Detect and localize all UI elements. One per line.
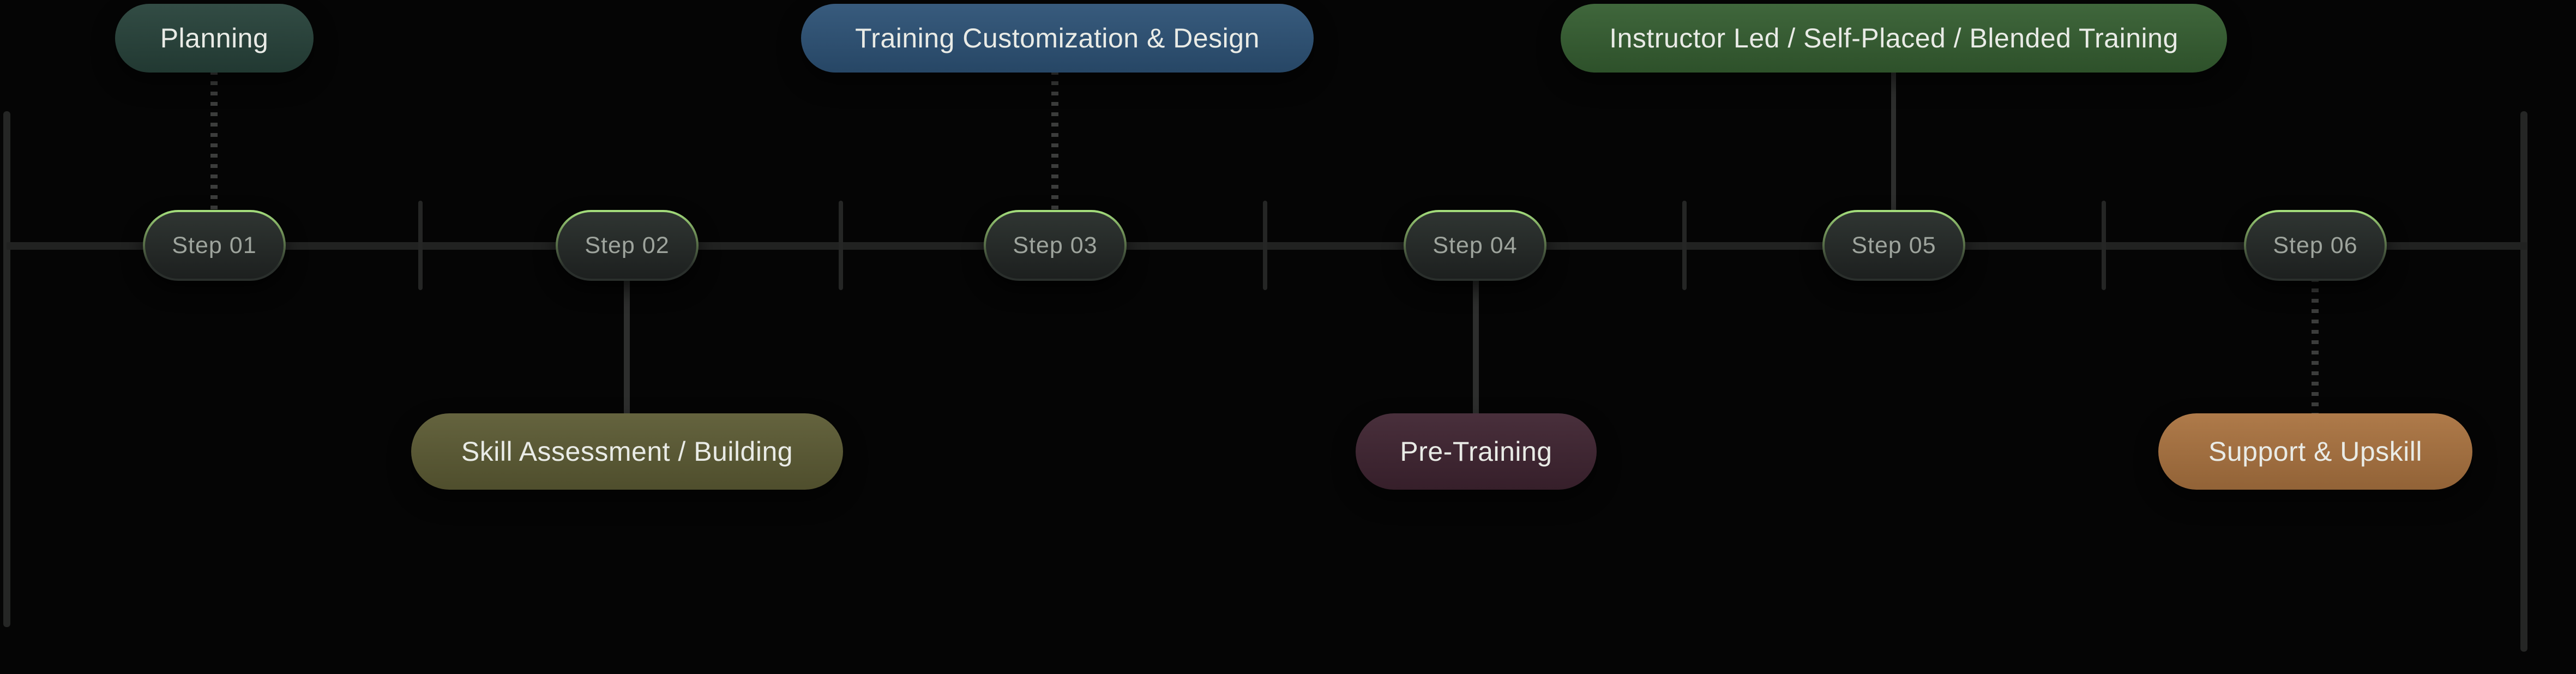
timeline-tick-5 bbox=[2102, 201, 2106, 290]
callout-label: Planning bbox=[160, 23, 269, 53]
step-pill-04: Step 04 bbox=[1404, 210, 1546, 281]
timeline-tick-2 bbox=[839, 201, 843, 290]
callout-label: Skill Assessment / Building bbox=[461, 436, 793, 467]
step-label: Step 05 bbox=[1825, 212, 1963, 279]
callout-support-upskill: Support & Upskill bbox=[2158, 413, 2472, 490]
step-label: Step 03 bbox=[986, 212, 1124, 279]
step-pill-06: Step 06 bbox=[2244, 210, 2387, 281]
step-pill-01: Step 01 bbox=[143, 210, 286, 281]
step-pill-03: Step 03 bbox=[984, 210, 1127, 281]
section-left-edge-rule bbox=[3, 111, 10, 627]
connector-step-06-to-support-upskill bbox=[2312, 278, 2319, 416]
connector-step-02-to-skill-assessment bbox=[624, 278, 630, 416]
step-pill-05: Step 05 bbox=[1822, 210, 1965, 281]
connector-instructor-led-to-step-05 bbox=[1891, 71, 1896, 213]
callout-label: Instructor Led / Self-Placed / Blended T… bbox=[1609, 23, 2178, 53]
callout-label: Pre-Training bbox=[1400, 436, 1552, 467]
timeline-tick-4 bbox=[1682, 201, 1687, 290]
callout-pre-training: Pre-Training bbox=[1356, 413, 1597, 490]
step-label: Step 06 bbox=[2246, 212, 2385, 279]
step-label: Step 01 bbox=[145, 212, 284, 279]
callout-planning: Planning bbox=[115, 4, 314, 73]
timeline-tick-3 bbox=[1263, 201, 1267, 290]
step-pill-02: Step 02 bbox=[556, 210, 699, 281]
timeline-tick-1 bbox=[418, 201, 423, 290]
step-label: Step 02 bbox=[558, 212, 696, 279]
callout-instructor-led-blended-training: Instructor Led / Self-Placed / Blended T… bbox=[1561, 4, 2227, 73]
connector-planning-to-step-01 bbox=[210, 71, 218, 213]
connector-step-04-to-pre-training bbox=[1473, 278, 1479, 416]
section-right-edge-rule bbox=[2520, 111, 2527, 652]
callout-training-customization-design: Training Customization & Design bbox=[801, 4, 1314, 73]
connector-training-customization-to-step-03 bbox=[1051, 71, 1058, 213]
callout-label: Support & Upskill bbox=[2208, 436, 2422, 467]
callout-label: Training Customization & Design bbox=[855, 23, 1260, 53]
callout-skill-assessment-building: Skill Assessment / Building bbox=[411, 413, 843, 490]
step-label: Step 04 bbox=[1406, 212, 1544, 279]
